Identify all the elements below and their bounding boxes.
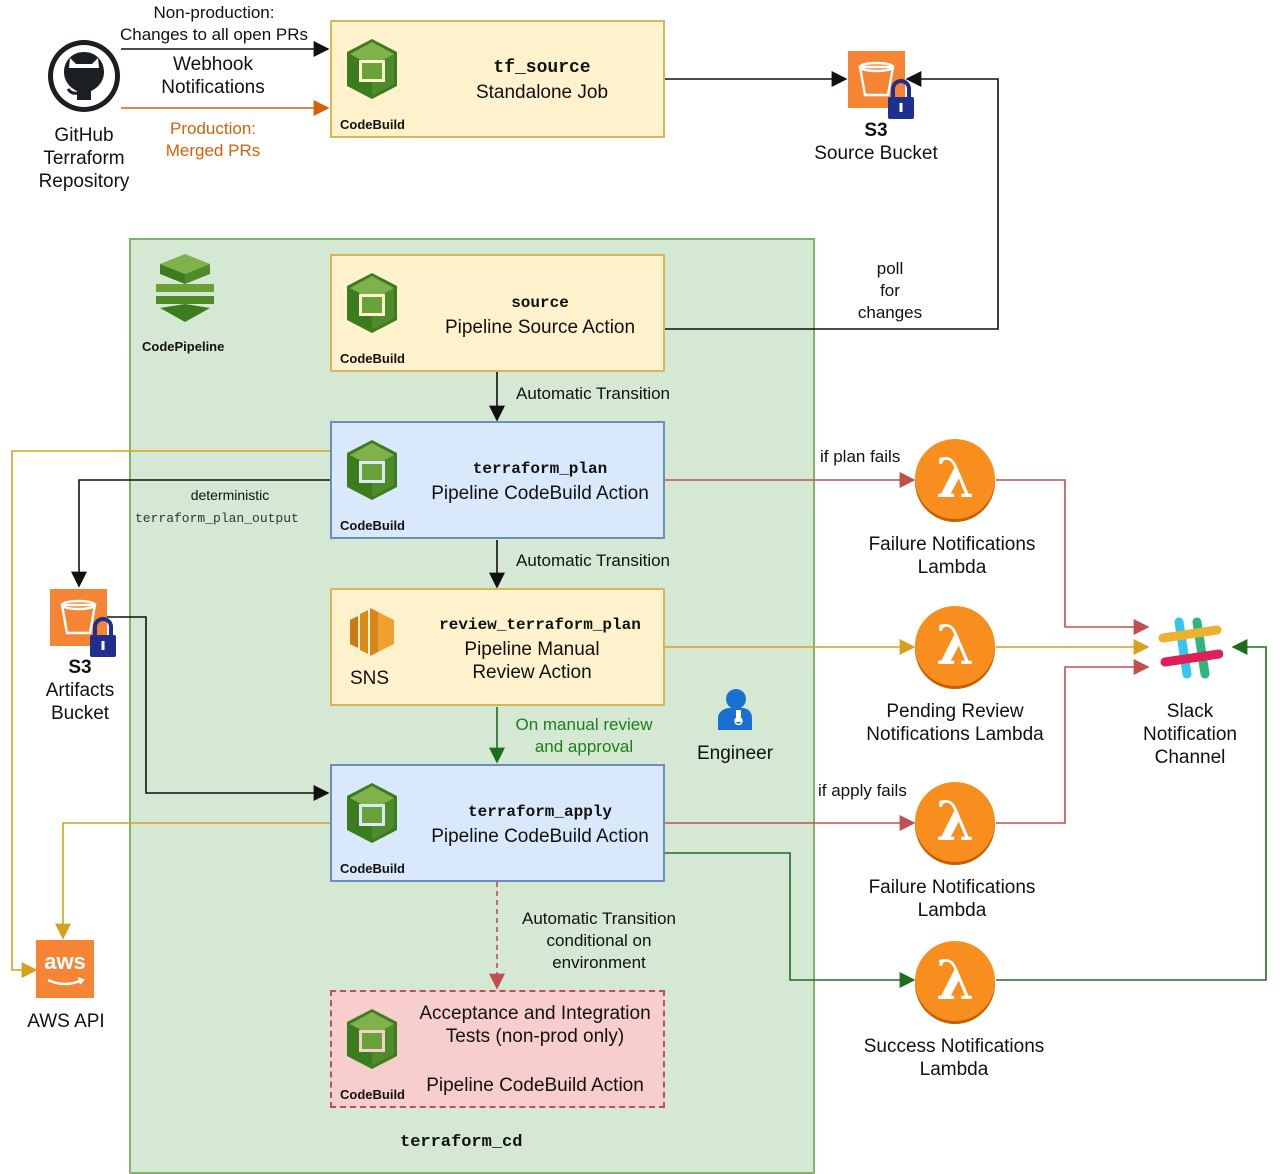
lambda-apply-failure-label: Failure Notifications Lambda	[868, 877, 1036, 921]
edge-label-auto1: Automatic Transition	[516, 384, 671, 403]
aws-api-label: AWS API	[27, 1011, 105, 1032]
edge-plan-output	[71, 479, 330, 588]
edge-label-auto3: Automatic Transition conditional on envi…	[521, 909, 676, 972]
stage-source-service: CodeBuild	[340, 351, 405, 366]
edge-apply-success-lambda	[665, 852, 916, 988]
stage-acceptance-tests[interactable]: CodeBuild Acceptance and Integration Tes…	[330, 990, 665, 1108]
stage-apply-name: terraform_apply	[467, 803, 613, 821]
lambda-plan-failure-label: Failure Notifications Lambda	[868, 534, 1036, 578]
slack-icon	[1157, 616, 1224, 685]
edge-apply-awsapi	[55, 822, 330, 940]
pipeline-name: terraform_cd	[400, 1133, 523, 1152]
github-icon	[46, 38, 122, 114]
sns-icon	[346, 606, 396, 663]
edge-label-poll: poll for changes	[857, 259, 923, 322]
lambda-success-label: Success Notifications Lambda	[863, 1036, 1045, 1080]
codebuild-icon	[346, 782, 398, 849]
stage-source-desc: Pipeline Source Action	[444, 317, 636, 338]
engineer-label: Engineer	[696, 743, 774, 764]
tf-source-service: CodeBuild	[340, 117, 405, 132]
lambda-icon: λ	[915, 606, 995, 686]
edge-label-nonprod: Non-production: Changes to all open PRs	[119, 3, 309, 44]
edge-label-webhook: Webhook Notifications	[161, 54, 265, 98]
stage-review-name: review_terraform_plan	[439, 616, 641, 634]
stage-tests-desc: Acceptance and Integration Tests (non-pr…	[419, 1003, 651, 1047]
stage-terraform-plan[interactable]: CodeBuild terraform_plan Pipeline CodeBu…	[330, 421, 665, 539]
edge-artifacts-apply	[107, 616, 330, 801]
stage-plan-service: CodeBuild	[340, 518, 405, 533]
codebuild-icon	[346, 1008, 398, 1075]
tf-source-job[interactable]: CodeBuild tf_source Standalone Job	[330, 20, 665, 138]
tf-source-desc: Standalone Job	[475, 82, 609, 103]
edge-applyfail-slack	[996, 659, 1150, 824]
stage-review-terraform-plan[interactable]: SNS review_terraform_plan Pipeline Manua…	[330, 588, 665, 706]
edge-plan-awsapi	[11, 450, 330, 978]
stage-review-service: SNS	[350, 668, 390, 689]
edge-label-deterministic: deterministic	[190, 487, 270, 503]
stage-terraform-apply[interactable]: CodeBuild terraform_apply Pipeline CodeB…	[330, 764, 665, 882]
edge-label-auto2: Automatic Transition	[516, 551, 671, 570]
edge-label-manual: On manual review and approval	[515, 715, 653, 756]
lambda-icon: λ	[915, 782, 995, 862]
codebuild-icon	[346, 38, 398, 105]
tf-source-name: tf_source	[493, 58, 591, 78]
codebuild-icon	[346, 272, 398, 339]
s3-source-bucket-icon	[848, 51, 918, 128]
aws-logo-icon: aws	[36, 940, 94, 998]
lambda-icon: λ	[915, 439, 995, 519]
slack-label: Slack Notification Channel	[1143, 701, 1237, 768]
edge-label-plan-output: terraform_plan_output	[135, 511, 299, 526]
stage-review-desc: Pipeline Manual Review Action	[464, 639, 600, 683]
codepipeline-label: CodePipeline	[142, 339, 225, 354]
stage-apply-service: CodeBuild	[340, 861, 405, 876]
edge-label-apply-fails: if apply fails	[818, 781, 907, 800]
stage-source[interactable]: CodeBuild source Pipeline Source Action	[330, 254, 665, 372]
s3-source-label: S3 Source Bucket	[814, 120, 938, 164]
edge-label-plan-fails: if plan fails	[820, 447, 901, 466]
codebuild-icon	[346, 439, 398, 506]
stage-plan-name: terraform_plan	[472, 460, 608, 478]
stage-tests-service: CodeBuild	[340, 1087, 405, 1102]
stage-tests-desc2: Pipeline CodeBuild Action	[426, 1075, 644, 1096]
edge-poll	[665, 71, 999, 330]
github-label: GitHub Terraform Repository	[38, 125, 130, 192]
stage-source-name: source	[511, 294, 569, 312]
edge-label-prod: Production: Merged PRs	[165, 119, 261, 160]
edge-success-slack	[996, 639, 1267, 981]
lambda-icon: λ	[915, 941, 995, 1021]
edge-planfail-slack	[996, 479, 1150, 635]
s3-artifacts-label: S3 Artifacts Bucket	[45, 657, 115, 724]
stage-plan-desc: Pipeline CodeBuild Action	[431, 483, 649, 504]
s3-artifacts-bucket-icon	[50, 589, 120, 666]
engineer-icon	[714, 688, 754, 735]
codepipeline-icon	[156, 254, 214, 327]
stage-apply-desc: Pipeline CodeBuild Action	[431, 826, 649, 847]
lambda-pending-review-label: Pending Review Notifications Lambda	[866, 701, 1044, 745]
